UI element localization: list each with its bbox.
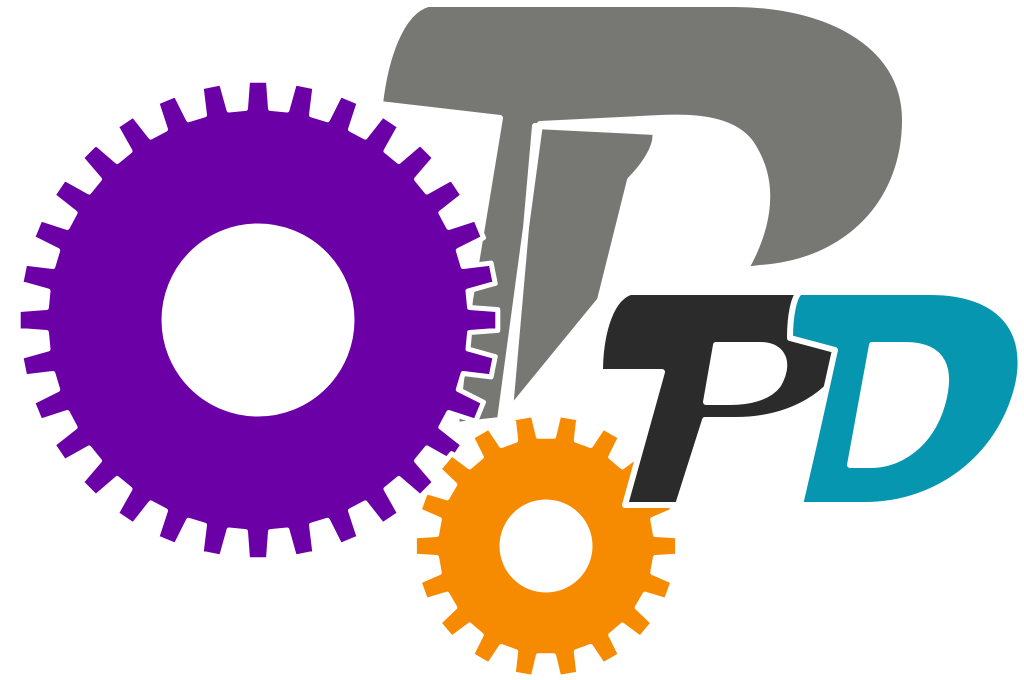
letter-right-d: D	[790, 292, 1021, 505]
letter-big-p: P	[380, 4, 905, 425]
large-gear-icon	[15, 77, 501, 563]
small-gear-icon	[411, 412, 681, 680]
